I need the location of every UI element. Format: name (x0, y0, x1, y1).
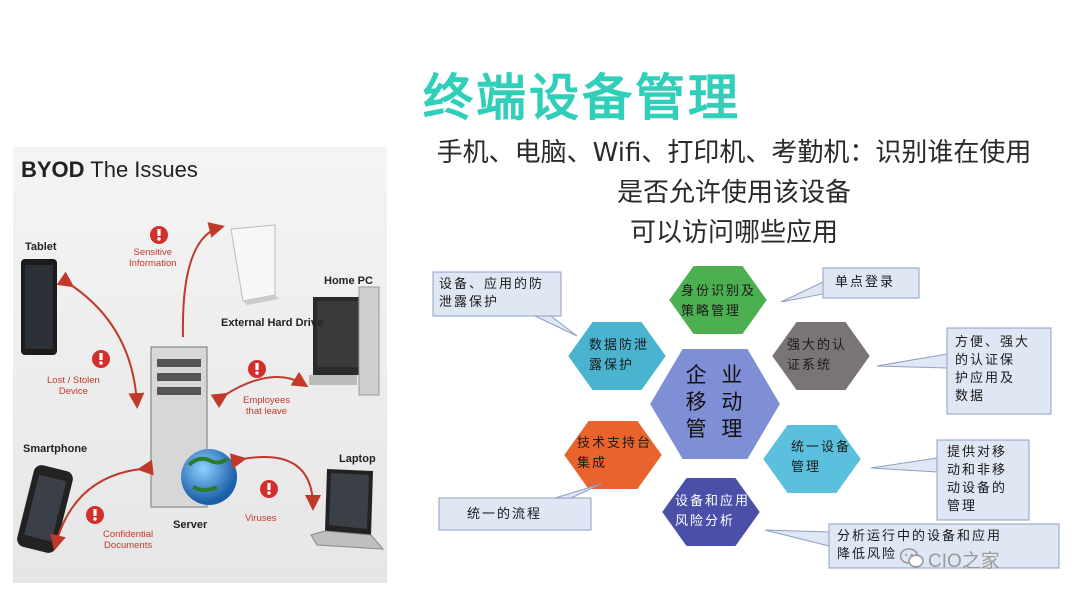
risk-viruses: Viruses (245, 513, 277, 524)
callout-auth: 方便、强大的认证保护应用及数据 (955, 334, 1030, 406)
subtitle-line-3: 可以访问哪些应用 (396, 212, 1072, 249)
globe-icon (181, 449, 237, 505)
tablet-icon (21, 259, 57, 355)
subtitle-line-2: 是否允许使用该设备 (396, 172, 1072, 209)
smartphone-label: Smartphone (23, 443, 87, 455)
callout-sso: 单点登录 (835, 274, 895, 292)
hex-device-label: 统一设备管理 (791, 438, 851, 478)
callout-process: 统一的流程 (467, 506, 542, 524)
subtitle-line-1: 手机、电脑、Wifi、打印机、考勤机：识别谁在使用 (396, 132, 1072, 169)
server-icon (151, 347, 237, 507)
external-drive-icon (231, 225, 279, 305)
tablet-label: Tablet (25, 241, 57, 253)
home-pc-icon (309, 287, 379, 395)
external-drive-label: External Hard Drive (221, 317, 323, 329)
mobile-management-hex-diagram: 企 业移 动管 理 身份识别及策略管理 强大的认证系统 统一设备管理 设备和应用… (425, 262, 1065, 582)
laptop-icon (311, 469, 383, 549)
hex-dlp-label: 数据防泄露保护 (589, 336, 649, 376)
smartphone-icon (15, 463, 74, 554)
hex-risk-label: 设备和应用风险分析 (675, 492, 750, 532)
laptop-label: Laptop (339, 453, 376, 465)
hex-identity-label: 身份识别及策略管理 (681, 282, 756, 322)
hex-integration-label: 技术支持台集成 (577, 434, 652, 474)
home-pc-label: Home PC (324, 275, 373, 287)
hex-auth-label: 强大的认证系统 (787, 336, 847, 376)
callout-dlp: 设备、应用的防泄露保护 (439, 276, 544, 312)
slide-title: 终端设备管理 (0, 58, 1080, 130)
byod-title: BYOD The Issues (21, 157, 198, 183)
byod-graphics (13, 147, 387, 583)
byod-illustration: BYOD The Issues Tablet Home PC External … (13, 147, 387, 583)
callout-device: 提供对移动和非移动设备的管理 (947, 444, 1007, 516)
server-label: Server (173, 519, 207, 531)
hex-center-label: 企 业移 动管 理 (671, 362, 761, 443)
wechat-icon (900, 547, 924, 569)
watermark: CIO之家 (928, 546, 1000, 573)
